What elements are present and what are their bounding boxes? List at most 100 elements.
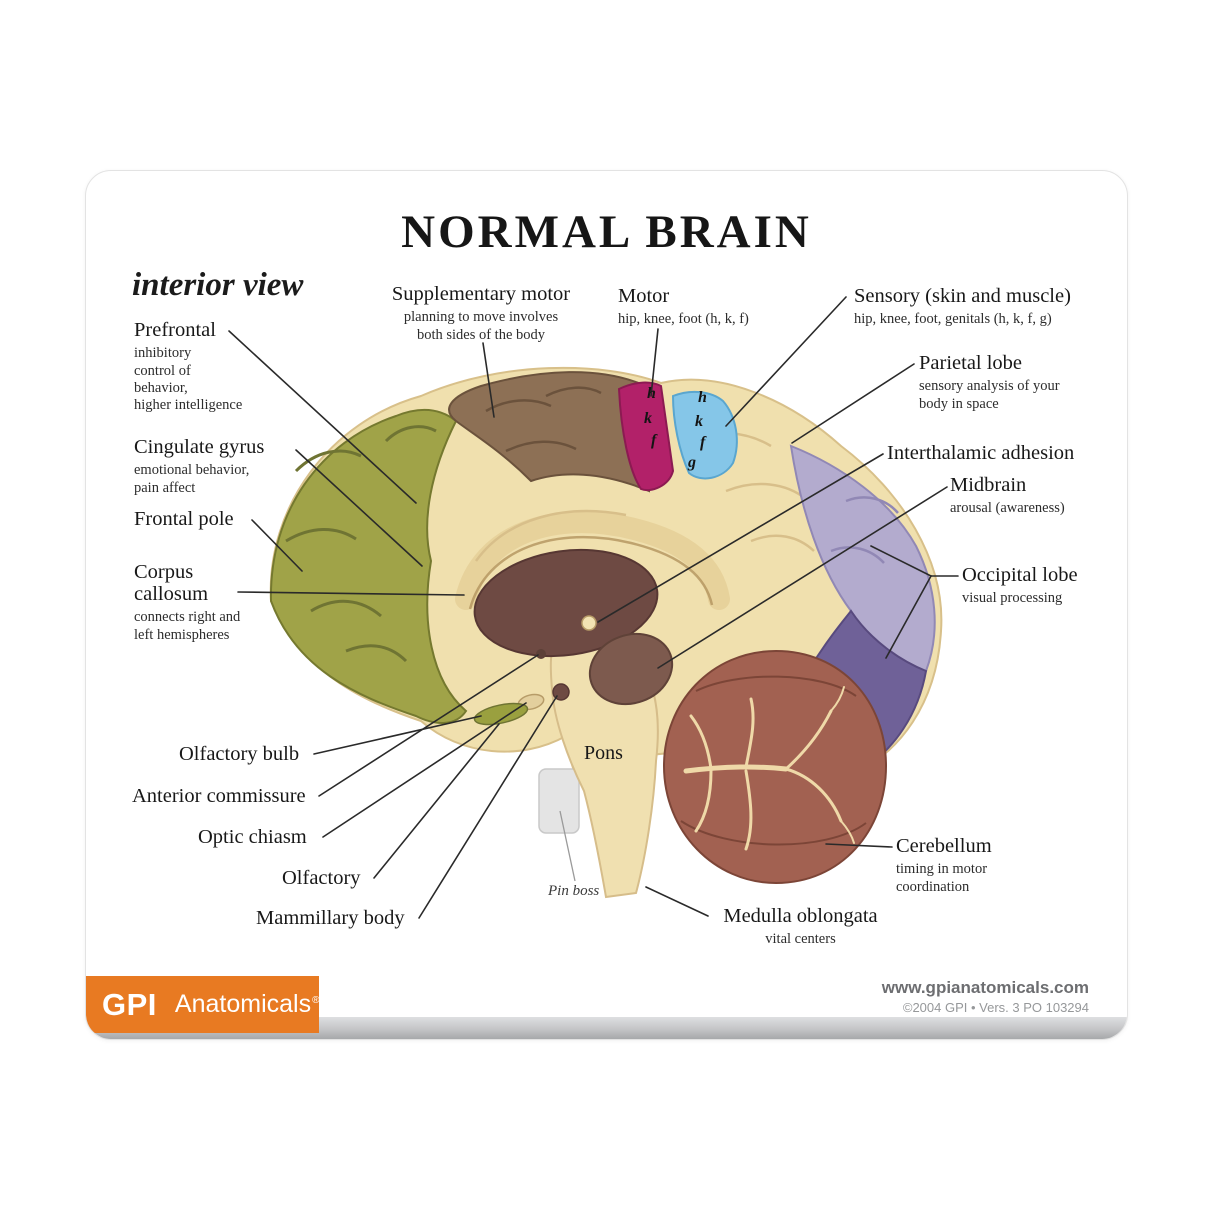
copyright-text: ©2004 GPI • Vers. 3 PO 103294 bbox=[902, 1000, 1089, 1015]
bottom-gray-bar bbox=[86, 1017, 1127, 1039]
frontal-gyri-lines bbox=[285, 425, 437, 663]
label-pin-boss-title: Pin boss bbox=[548, 883, 600, 899]
pin-boss-shape bbox=[538, 768, 580, 834]
leader-frontal-pole bbox=[251, 519, 303, 572]
label-cerebellum-desc: timing in motor coordination bbox=[896, 861, 988, 895]
label-optic-chiasm-title: Optic chiasm bbox=[198, 826, 307, 848]
label-parietal-lobe: Parietal lobe sensory analysis of your b… bbox=[919, 352, 1060, 413]
label-sensory-title: Sensory (skin and muscle) bbox=[854, 285, 1071, 307]
label-medulla-oblongata-desc: vital centers bbox=[765, 931, 836, 948]
page-title: NORMAL BRAIN bbox=[401, 206, 812, 258]
leader-olfactory-bulb bbox=[313, 715, 482, 755]
label-prefrontal-title: Prefrontal bbox=[134, 319, 216, 341]
leader-interthalamic-adhesion bbox=[597, 453, 884, 623]
label-cingulate-gyrus-title: Cingulate gyrus bbox=[134, 436, 265, 458]
thalamus-region bbox=[473, 548, 659, 658]
brand-registered-mark: ® bbox=[312, 994, 320, 1006]
leader-mammillary-body bbox=[418, 695, 558, 919]
label-sensory-desc: hip, knee, foot, genitals (h, k, f, g) bbox=[854, 311, 1052, 328]
leader-medulla-oblongata bbox=[645, 886, 709, 917]
label-mammillary-body-title: Mammillary body bbox=[256, 907, 405, 929]
lavender-gyri-lines bbox=[830, 496, 899, 564]
label-prefrontal: Prefrontal inhibitory control of behavio… bbox=[134, 319, 242, 415]
leader-lines bbox=[228, 296, 959, 919]
label-optic-chiasm: Optic chiasm bbox=[198, 826, 307, 848]
leader-midbrain bbox=[657, 486, 948, 669]
label-cingulate-gyrus: Cingulate gyrus emotional behavior, pain… bbox=[134, 436, 264, 497]
corpus-callosum-band bbox=[455, 511, 730, 610]
label-olfactory: Olfactory bbox=[282, 867, 361, 889]
label-prefrontal-desc: inhibitory control of behavior, higher i… bbox=[134, 345, 243, 414]
sensory-letter-k: k bbox=[695, 413, 703, 430]
leader-parietal-lobe bbox=[791, 363, 915, 444]
frontal-lobe-region bbox=[269, 409, 468, 724]
leader-sensory bbox=[725, 296, 847, 427]
label-motor-desc: hip, knee, foot (h, k, f) bbox=[618, 311, 749, 328]
brand-anatomicals-text: Anatomicals® bbox=[175, 990, 320, 1019]
label-midbrain-desc: arousal (awareness) bbox=[950, 500, 1065, 517]
leader-prefrontal bbox=[228, 330, 417, 504]
brain-illustration bbox=[228, 296, 959, 919]
leader-motor bbox=[650, 328, 659, 397]
label-motor-title: Motor bbox=[618, 285, 670, 307]
label-cerebellum: Cerebellum timing in motor coordination bbox=[896, 835, 992, 896]
label-frontal-pole-title: Frontal pole bbox=[134, 508, 234, 530]
diagram-card: NORMAL BRAIN interior view bbox=[85, 170, 1128, 1040]
leader-pin-boss bbox=[559, 810, 576, 882]
label-olfactory-bulb: Olfactory bulb bbox=[179, 743, 299, 765]
arbor-vitae-lines bbox=[683, 686, 855, 851]
label-supplementary-motor-desc: planning to move involves both sides of … bbox=[403, 309, 559, 343]
label-pons: Pons bbox=[584, 742, 623, 765]
label-parietal-lobe-title: Parietal lobe bbox=[919, 352, 1023, 374]
label-corpus-callosum-desc: connects right and left hemispheres bbox=[134, 609, 241, 643]
label-occipital-lobe-desc: visual processing bbox=[962, 590, 1063, 607]
motor-strip-region bbox=[617, 381, 675, 491]
label-medulla-oblongata: Medulla oblongata vital centers bbox=[708, 905, 893, 949]
label-midbrain: Midbrain arousal (awareness) bbox=[950, 474, 1065, 518]
website-link: www.gpianatomicals.com bbox=[881, 978, 1089, 997]
corpus-callosum-underline bbox=[468, 535, 714, 610]
leader-supplementary-motor bbox=[482, 342, 495, 418]
label-anterior-commissure: Anterior commissure bbox=[132, 785, 306, 807]
label-parietal-lobe-desc: sensory analysis of your body in space bbox=[919, 378, 1060, 412]
label-motor: Motor hip, knee, foot (h, k, f) bbox=[618, 285, 749, 329]
label-supplementary-motor-title: Supplementary motor bbox=[391, 283, 571, 305]
motor-letter-h: h bbox=[647, 385, 656, 402]
sensory-letter-h: h bbox=[698, 389, 707, 406]
label-corpus-callosum: Corpus callosum connects right and left … bbox=[134, 561, 240, 644]
motor-letter-f: f bbox=[651, 432, 657, 449]
leader-optic-chiasm bbox=[322, 702, 527, 838]
olfactory-bulb-shape bbox=[473, 702, 529, 726]
label-anterior-commissure-title: Anterior commissure bbox=[132, 785, 306, 807]
label-interthalamic-adhesion-title: Interthalamic adhesion bbox=[887, 442, 1075, 464]
label-mammillary-body: Mammillary body bbox=[256, 907, 405, 929]
midbrain-region bbox=[588, 632, 674, 706]
label-medulla-oblongata-title: Medulla oblongata bbox=[723, 905, 878, 927]
label-supplementary-motor: Supplementary motor planning to move inv… bbox=[374, 283, 588, 344]
interthalamic-adhesion-dot bbox=[581, 615, 597, 631]
label-occipital-lobe: Occipital lobe visual processing bbox=[962, 564, 1078, 608]
sensory-letter-g: g bbox=[688, 454, 696, 471]
label-pons-title: Pons bbox=[584, 742, 623, 764]
leader-occipital-upper bbox=[870, 545, 932, 577]
label-olfactory-bulb-title: Olfactory bulb bbox=[179, 743, 300, 765]
view-subtitle: interior view bbox=[132, 267, 304, 303]
brand-name: Anatomicals bbox=[174, 990, 312, 1018]
label-midbrain-title: Midbrain bbox=[950, 474, 1027, 496]
label-interthalamic-adhesion: Interthalamic adhesion bbox=[887, 442, 1074, 464]
label-pin-boss: Pin boss bbox=[548, 883, 599, 899]
anterior-commissure-dot bbox=[536, 649, 546, 659]
brown-gyri-lines bbox=[485, 386, 602, 453]
label-cerebellum-title: Cerebellum bbox=[896, 835, 992, 857]
leader-olfactory bbox=[373, 723, 500, 879]
brand-gpi-text: GPI bbox=[102, 986, 157, 1022]
label-frontal-pole: Frontal pole bbox=[134, 508, 234, 530]
sensory-letter-f: f bbox=[700, 434, 706, 451]
leader-cingulate-gyrus bbox=[295, 449, 423, 567]
leader-corpus-callosum bbox=[237, 591, 465, 596]
leader-anterior-commissure bbox=[318, 654, 539, 797]
leader-occipital-lower bbox=[885, 575, 932, 659]
label-corpus-callosum-title: Corpus callosum bbox=[134, 561, 209, 606]
motor-letter-k: k bbox=[644, 410, 652, 427]
